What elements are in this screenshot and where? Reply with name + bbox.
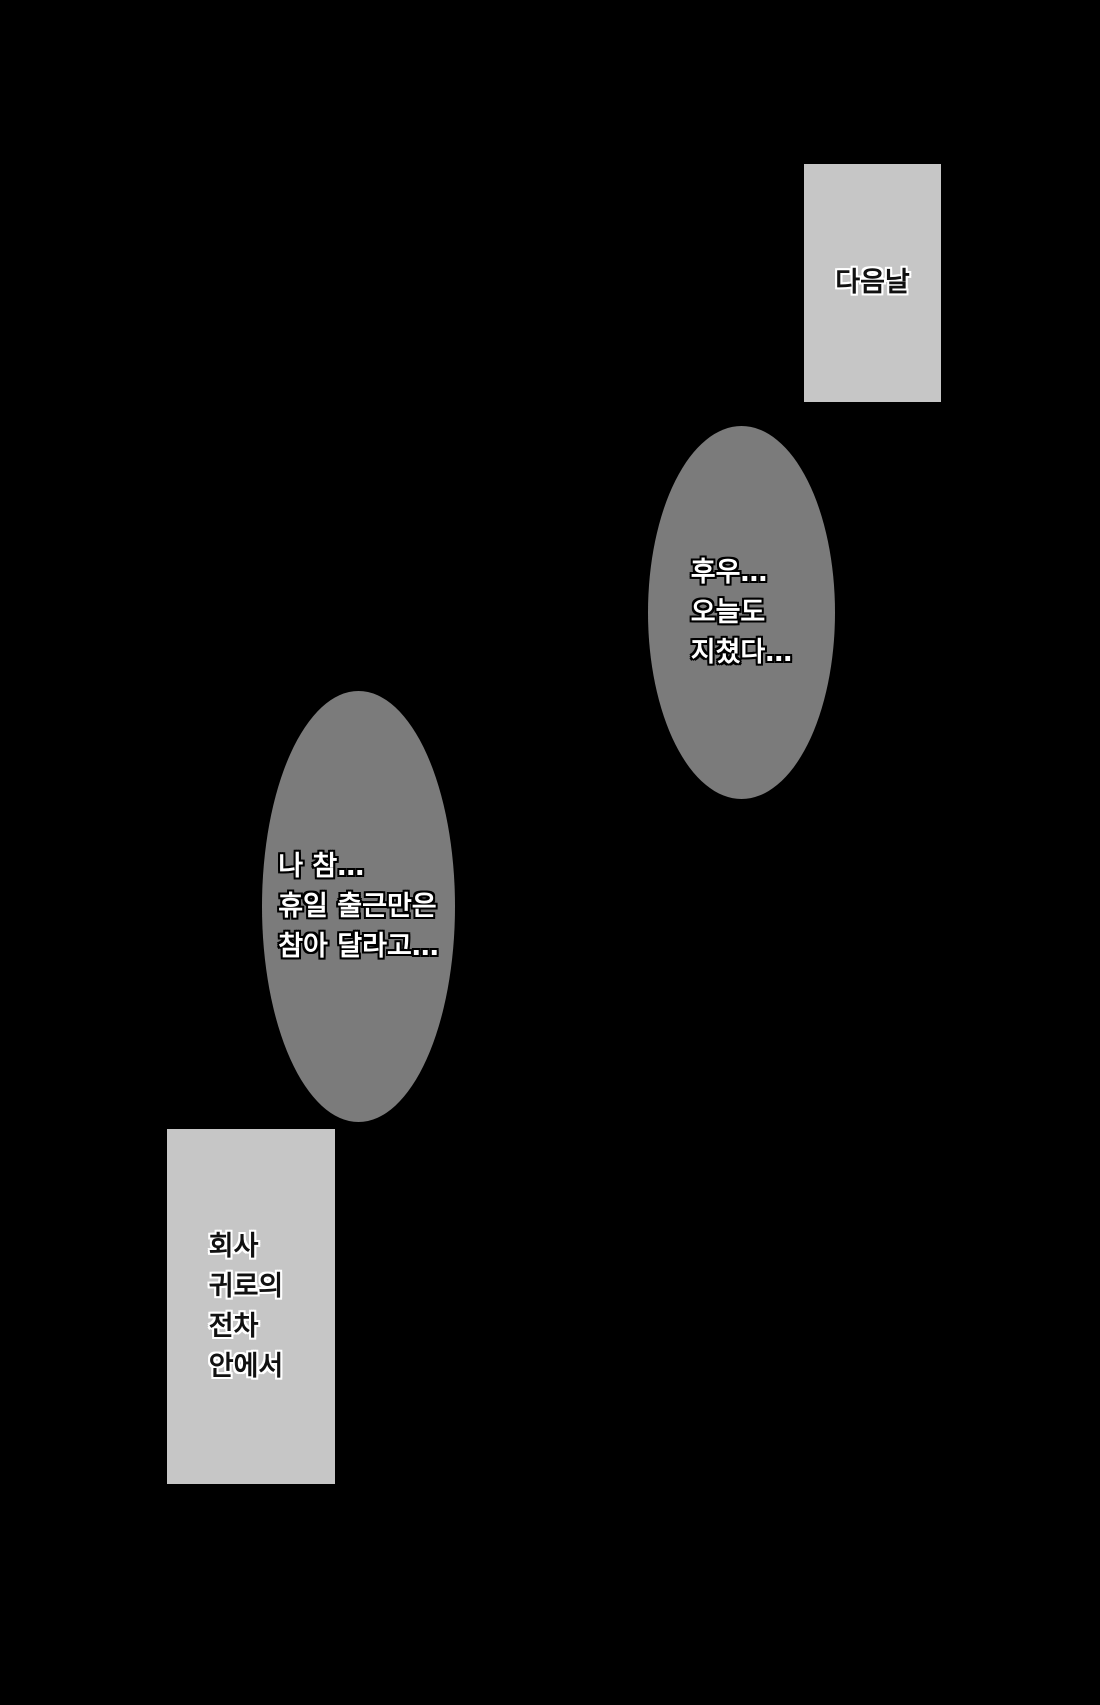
speech-bubble-upper: 후우… 오늘도 지쳤다… [648, 426, 835, 799]
caption-box-next-day: 다음날 [804, 164, 941, 402]
speech-line: 나 참… [278, 850, 365, 882]
caption-text-location: 회사 귀로의 전차 안에서 [209, 1227, 284, 1387]
caption-line: 귀로의 [208, 1270, 284, 1302]
caption-line: 회사 [208, 1230, 259, 1262]
caption-line: 다음날 [835, 267, 910, 298]
speech-line: 지쳤다… [690, 636, 793, 668]
caption-text-next-day: 다음날 [835, 263, 910, 303]
speech-text-upper: 후우… 오늘도 지쳤다… [691, 553, 793, 673]
speech-line: 휴일 출근만은 [278, 890, 437, 922]
speech-line: 오늘도 [690, 596, 766, 628]
speech-bubble-lower: 나 참… 휴일 출근만은 참아 달라고… [262, 691, 455, 1122]
speech-line: 후우… [690, 556, 768, 588]
caption-line: 전차 [208, 1310, 259, 1342]
speech-text-lower: 나 참… 휴일 출근만은 참아 달라고… [278, 847, 439, 967]
caption-box-location: 회사 귀로의 전차 안에서 [167, 1129, 335, 1484]
caption-line: 안에서 [208, 1350, 284, 1382]
speech-line: 참아 달라고… [278, 930, 439, 962]
